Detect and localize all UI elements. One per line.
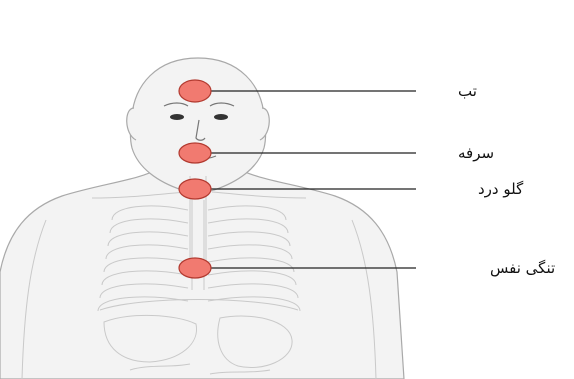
label-cough: سرفه xyxy=(458,144,494,162)
marker-cough xyxy=(179,143,211,163)
left-eye xyxy=(170,114,184,120)
marker-fever xyxy=(179,80,211,102)
right-eye xyxy=(214,114,228,120)
body-silhouette xyxy=(0,58,404,379)
marker-sore-throat xyxy=(179,179,211,199)
label-shortness-of-breath: تنگی نفس xyxy=(490,259,555,277)
label-sore-throat: گلو درد xyxy=(478,180,524,198)
label-fever: تب xyxy=(458,82,477,100)
symptom-labels: تب سرفه گلو درد تنگی نفس xyxy=(458,82,555,277)
marker-shortness-of-breath xyxy=(179,258,211,278)
